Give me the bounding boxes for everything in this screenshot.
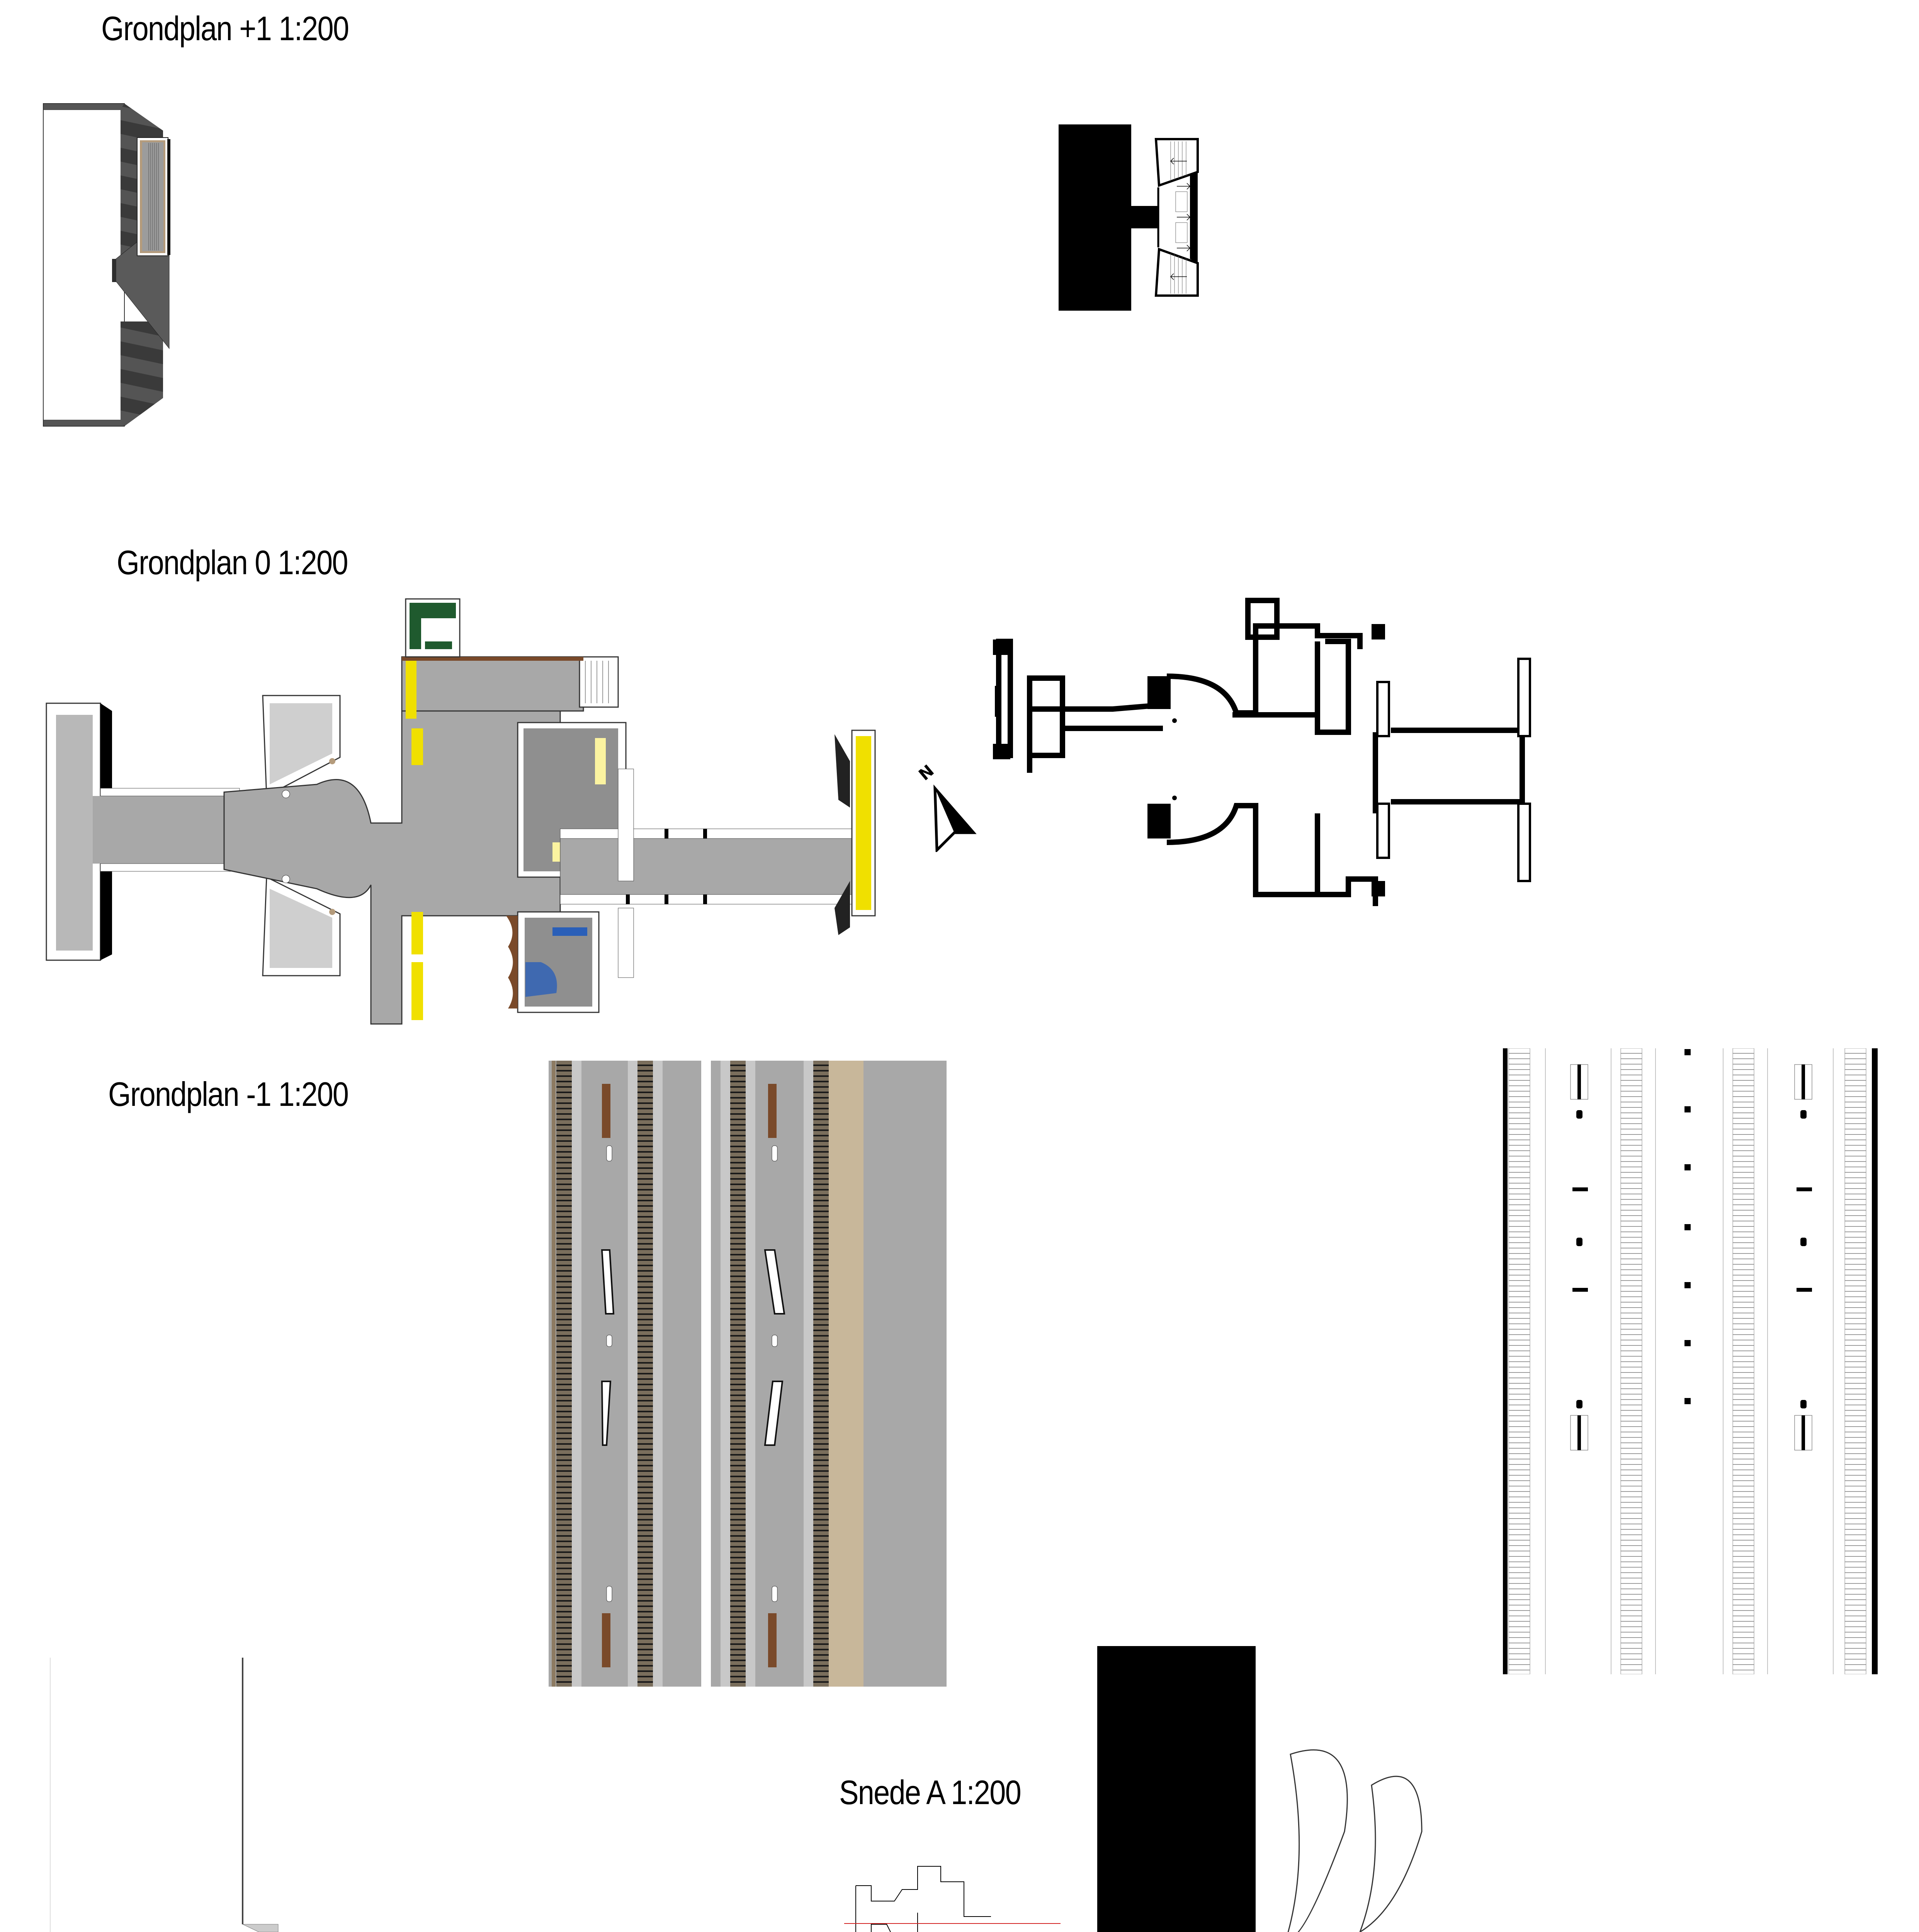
section-a-rendered — [12, 1654, 966, 1932]
plan-min1-linework — [1503, 1048, 1878, 1674]
plan-plus1-linework — [1043, 116, 1391, 425]
title-grondplan-min1: Grondplan -1 1:200 — [108, 1075, 349, 1113]
north-arrow-icon — [933, 784, 977, 852]
plan-min1-rendered — [549, 1061, 947, 1687]
title-snede-a: Snede A 1:200 — [839, 1773, 1022, 1811]
key-plan-a — [844, 1839, 1061, 1932]
title-grondplan-0: Grondplan 0 1:200 — [117, 543, 348, 582]
plan-0-rendered — [39, 591, 927, 1028]
title-grondplan-plus1: Grondplan +1 1:200 — [101, 9, 349, 48]
plan-0-linework — [985, 589, 1893, 1010]
section-a-linework — [1012, 1638, 1919, 1932]
plan-plus1-rendered — [39, 89, 386, 444]
